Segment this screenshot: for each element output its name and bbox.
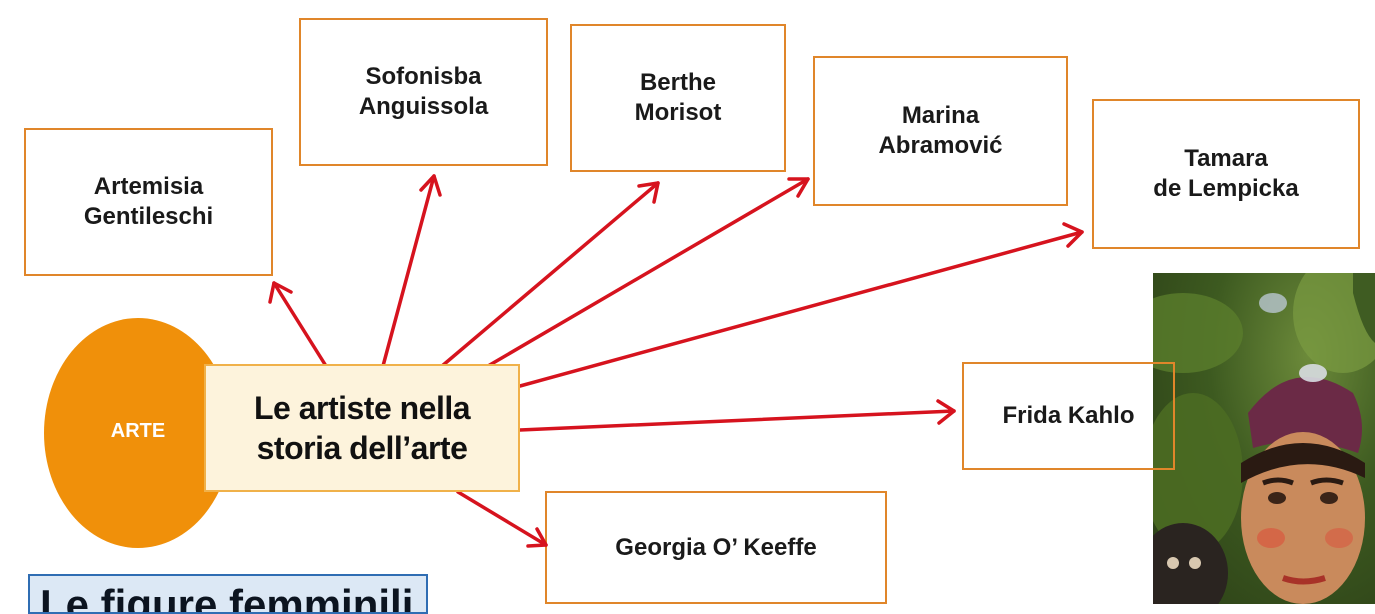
hub-circle: [44, 318, 232, 548]
arrow-to-artemisia-gentileschi: [272, 281, 328, 368]
portrait-illustration: [1153, 273, 1375, 604]
arrow-to-marina-abramovic: [486, 177, 810, 368]
artist-name: Georgia O’ Keeffe: [615, 533, 817, 561]
artist-box-georgia-okeeffe: Georgia O’ Keeffe: [545, 491, 887, 604]
central-topic-box: Le artiste nella storia dell’arte: [204, 364, 520, 492]
arrowhead-icon: [419, 174, 442, 197]
arrow-to-frida-kahlo: [518, 409, 956, 432]
artist-name: Marina Abramović: [878, 102, 1003, 159]
arrow-to-georgia-okeeffe: [456, 490, 548, 547]
artist-box-artemisia-gentileschi: Artemisia Gentileschi: [24, 128, 273, 276]
artist-name: Berthe Morisot: [634, 69, 722, 126]
artist-box-tamara-de-lempicka: Tamara de Lempicka: [1092, 99, 1360, 249]
frida-kahlo-portrait-image: [1153, 273, 1375, 604]
arrowhead-icon: [1062, 222, 1084, 248]
arrowhead-icon: [936, 399, 956, 425]
artist-name: Tamara de Lempicka: [1153, 145, 1299, 202]
arrowhead-icon: [268, 281, 293, 304]
artist-name: Sofonisba Anguissola: [358, 63, 489, 120]
artist-name: Frida Kahlo: [1002, 402, 1135, 429]
artist-box-berthe-morisot: Berthe Morisot: [570, 24, 786, 172]
artist-name: Artemisia Gentileschi: [83, 173, 214, 230]
arrow-to-sofonisba-anguissola: [381, 174, 436, 368]
arrowhead-icon: [787, 177, 810, 198]
central-topic-title: Le artiste nella storia dell’arte: [253, 390, 471, 466]
arrowhead-icon: [637, 181, 660, 204]
artist-box-sofonisba-anguissola: Sofonisba Anguissola: [299, 18, 548, 166]
arrowhead-icon: [526, 527, 548, 548]
arrow-to-tamara-de-lempicka: [518, 230, 1084, 388]
arrow-to-berthe-morisot: [440, 181, 660, 368]
artist-box-frida-kahlo: Frida Kahlo: [962, 362, 1175, 470]
artist-box-marina-abramovic: Marina Abramović: [813, 56, 1068, 206]
hub-label: ARTE: [110, 420, 166, 442]
